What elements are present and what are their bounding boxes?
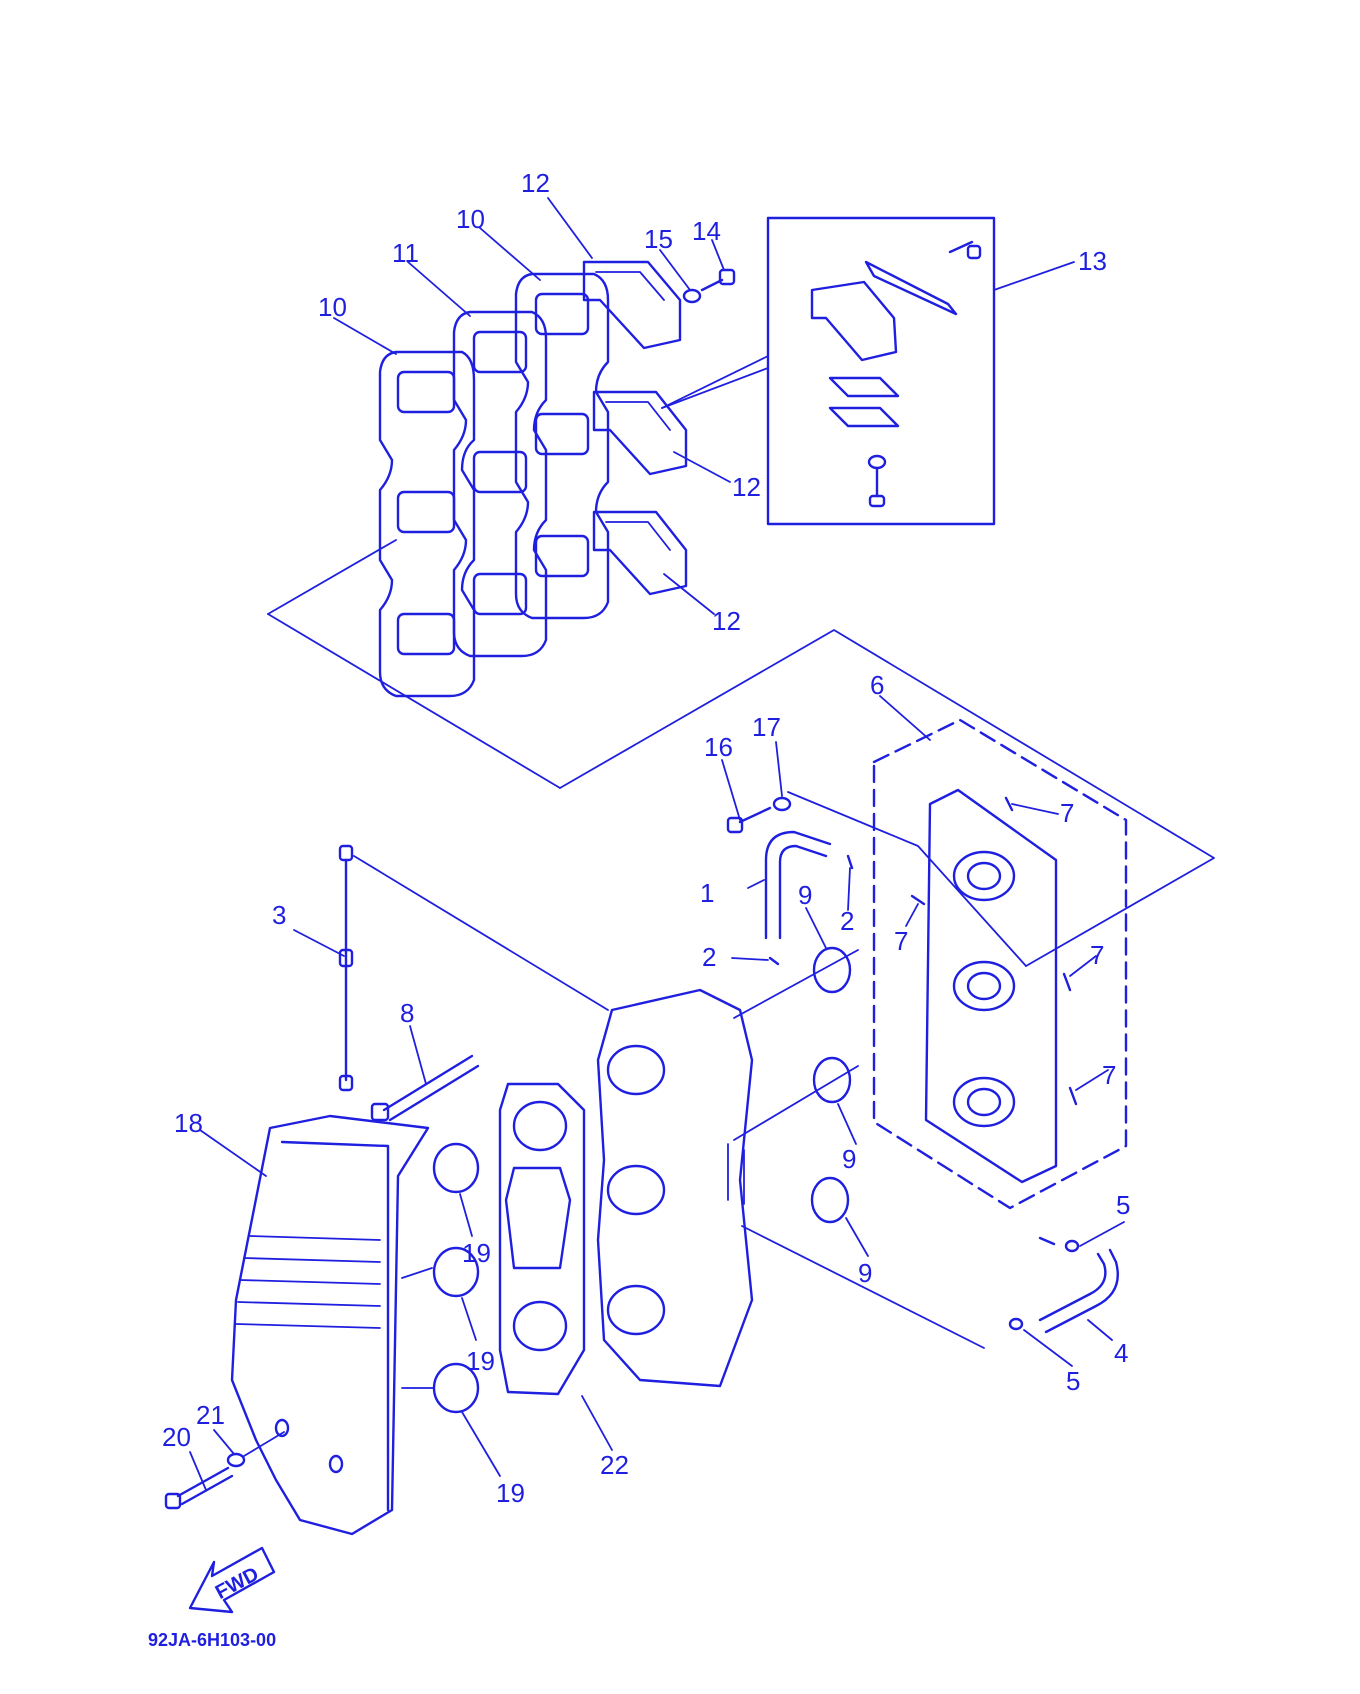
callout-label: 21 [196,1400,225,1430]
callout-label: 12 [521,168,550,198]
pins-7 [910,796,1078,1106]
callout-labels: 12 10 11 10 15 14 13 12 12 6 16 17 7 1 9… [162,168,1130,1508]
callout-label: 11 [392,238,419,268]
callout-label: 7 [1060,798,1074,828]
lower-assembly-boundary [559,629,1215,967]
screw-16 [726,806,772,834]
hose-4 [1038,1248,1119,1334]
gaskets-9 [810,946,852,1224]
carburetor-body [596,988,754,1388]
gasket-10-front [514,272,610,620]
screw-14 [700,268,736,292]
callout-label: 7 [1090,940,1104,970]
callout-label: 13 [1078,246,1107,276]
callout-label: 20 [162,1422,191,1452]
callout-label: 17 [752,712,781,742]
gaskets-19 [401,1142,480,1414]
hose-1 [764,830,832,940]
callout-label: 18 [174,1108,203,1138]
reed-valve-detail-box-13 [661,216,996,526]
callout-label: 7 [894,926,908,956]
gasket-11-plate [452,310,548,658]
callout-label: 8 [400,998,414,1028]
reed-valve-12-bottom [592,510,688,596]
callout-label: 7 [1102,1060,1116,1090]
clips-5 [1008,1236,1080,1331]
callout-label: 15 [644,224,673,254]
callout-label: 2 [840,906,854,936]
callout-label: 4 [1114,1338,1128,1368]
callout-label: 5 [1066,1366,1080,1396]
washer-17 [772,796,792,812]
callout-label: 9 [842,1144,856,1174]
gasket-10-rear [378,350,476,698]
washer-21 [226,1431,285,1468]
callout-label: 19 [496,1478,525,1508]
callout-label: 16 [704,732,733,762]
clip-2-upper [846,854,854,870]
callout-label: 9 [798,880,812,910]
callout-label: 12 [712,606,741,636]
callout-label: 12 [732,472,761,502]
callout-label: 22 [600,1450,629,1480]
diagram-code: 92JA-6H103-00 [148,1630,276,1650]
callout-label: 1 [700,878,714,908]
callout-label: 9 [858,1258,872,1288]
callout-label: 14 [692,216,721,246]
upper-group-boundary [267,539,561,789]
callout-label: 10 [456,204,485,234]
intake-manifold-6 [872,718,1128,1210]
callout-label: 10 [318,292,347,322]
reed-valve-12-middle [592,390,688,476]
linkage-rod-3 [338,844,609,1092]
callout-label: 19 [466,1346,495,1376]
carburetor-links [733,949,985,1349]
callout-label: 19 [462,1238,491,1268]
silencer-gasket-22 [498,1082,586,1396]
fwd-label: FWD [212,1563,263,1604]
washer-15 [682,288,702,304]
bolt-8 [370,1054,480,1122]
callout-label: 2 [702,942,716,972]
fwd-arrow: FWD [188,1546,276,1614]
reed-valve-12-top [582,260,682,350]
silencer-18 [230,1114,430,1536]
callout-label: 3 [272,900,286,930]
callout-label: 5 [1116,1190,1130,1220]
callout-label: 6 [870,670,884,700]
leader-lines [189,197,1125,1491]
clip-2-lower [768,956,780,966]
